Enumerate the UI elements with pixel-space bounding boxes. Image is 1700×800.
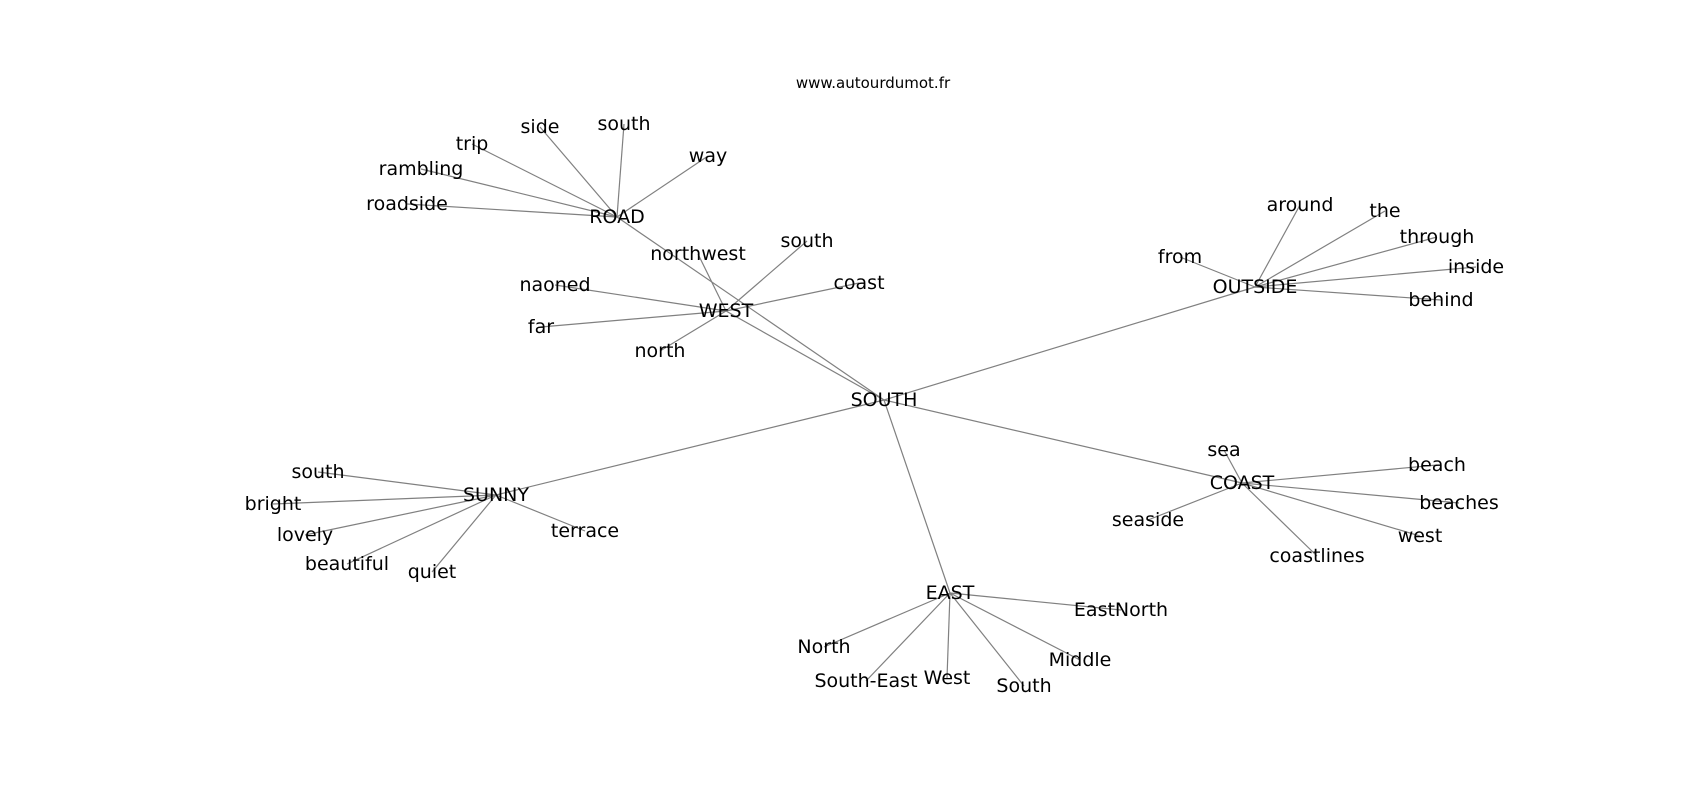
edge-root-sunny [495,399,885,496]
node-word-west-0[interactable]: naoned [519,274,590,296]
node-word-east-5[interactable]: North [797,636,850,658]
node-hub-sunny[interactable]: SUNNY [463,484,529,506]
edge-road-4 [616,123,625,218]
node-word-west-3[interactable]: northwest [650,243,746,265]
node-word-road-1[interactable]: rambling [379,158,464,180]
node-word-sunny-3[interactable]: beautiful [305,553,389,575]
node-hub-outside[interactable]: OUTSIDE [1213,276,1298,298]
edge-outside-0 [1179,256,1256,288]
edge-east-1 [949,592,1081,661]
node-word-road-0[interactable]: roadside [366,193,448,215]
edge-road-0 [406,203,618,218]
edge-east-0 [949,592,1122,611]
node-word-east-3[interactable]: West [924,667,971,689]
edge-outside-1 [1254,204,1301,288]
node-word-sunny-1[interactable]: bright [245,493,302,515]
node-word-road-2[interactable]: trip [456,133,489,155]
edge-coast-2 [1241,482,1460,504]
edge-coast-1 [1241,464,1438,484]
edge-sunny-3 [346,494,497,565]
node-word-coast-2[interactable]: beaches [1419,492,1498,514]
edge-coast-0 [1223,449,1243,484]
edge-sunny-4 [431,494,497,573]
edge-west-3 [697,253,727,312]
edge-east-4 [865,592,951,682]
node-word-west-5[interactable]: coast [833,272,884,294]
edge-east-2 [949,592,1025,687]
node-word-road-3[interactable]: side [521,116,560,138]
edge-root-coast [883,399,1243,484]
edge-west-1 [540,310,727,328]
edge-outside-2 [1254,210,1386,288]
edge-root-road [616,216,885,401]
edge-east-3 [946,592,951,679]
node-word-sunny-2[interactable]: lovely [277,524,333,546]
node-word-outside-5[interactable]: behind [1408,289,1473,311]
edge-coast-5 [1147,482,1243,521]
edge-coast-4 [1241,482,1318,557]
edge-root-west [725,310,885,401]
edge-coast-3 [1241,482,1421,537]
node-word-road-4[interactable]: south [597,113,650,135]
node-word-coast-0[interactable]: sea [1207,439,1240,461]
node-word-road-5[interactable]: way [689,145,727,167]
node-word-coast-3[interactable]: west [1398,525,1443,547]
edge-east-5 [823,592,951,648]
site-watermark: www.autourdumot.fr [796,74,951,92]
edge-sunny-2 [304,494,497,536]
node-word-sunny-4[interactable]: quiet [408,561,457,583]
node-hub-east[interactable]: EAST [926,582,975,604]
edge-road-3 [539,126,618,218]
node-word-outside-0[interactable]: from [1158,246,1202,268]
node-word-outside-4[interactable]: inside [1448,256,1504,278]
edge-west-4 [725,240,808,312]
edge-outside-4 [1254,266,1477,288]
labels-layer: SOUTH ROAD roadside rambling trip side south wa… [245,113,1504,697]
node-word-coast-1[interactable]: beach [1408,454,1466,476]
edge-sunny-5 [495,494,586,532]
node-hub-road[interactable]: ROAD [589,206,644,228]
node-word-sunny-5[interactable]: terrace [551,520,619,542]
edge-road-5 [616,155,709,218]
node-word-coast-4[interactable]: coastlines [1269,545,1364,567]
node-word-outside-3[interactable]: through [1400,226,1475,248]
edge-road-2 [471,143,618,218]
edge-sunny-1 [272,494,497,505]
node-root[interactable]: SOUTH [851,389,918,411]
node-hub-west[interactable]: WEST [699,300,754,322]
edges-layer [272,123,1477,687]
edge-west-2 [659,310,727,352]
edge-west-0 [554,284,727,312]
edge-west-5 [725,282,860,312]
node-word-coast-5[interactable]: seaside [1112,509,1184,531]
node-word-west-4[interactable]: south [780,230,833,252]
edge-root-outside [883,286,1256,401]
node-hub-coast[interactable]: COAST [1210,472,1275,494]
node-word-east-4[interactable]: South-East [814,670,917,692]
node-word-east-0[interactable]: EastNorth [1074,599,1168,621]
edge-road-1 [420,168,618,218]
node-word-sunny-0[interactable]: south [291,461,344,483]
edge-outside-5 [1254,286,1442,301]
node-word-west-2[interactable]: north [635,340,686,362]
node-word-outside-1[interactable]: around [1267,194,1334,216]
edge-sunny-0 [317,471,497,496]
edge-root-east [883,399,951,594]
node-word-east-1[interactable]: Middle [1049,649,1112,671]
node-word-outside-2[interactable]: the [1369,200,1400,222]
node-word-east-2[interactable]: South [996,675,1051,697]
node-word-west-1[interactable]: far [528,316,554,338]
edge-outside-3 [1254,236,1438,288]
